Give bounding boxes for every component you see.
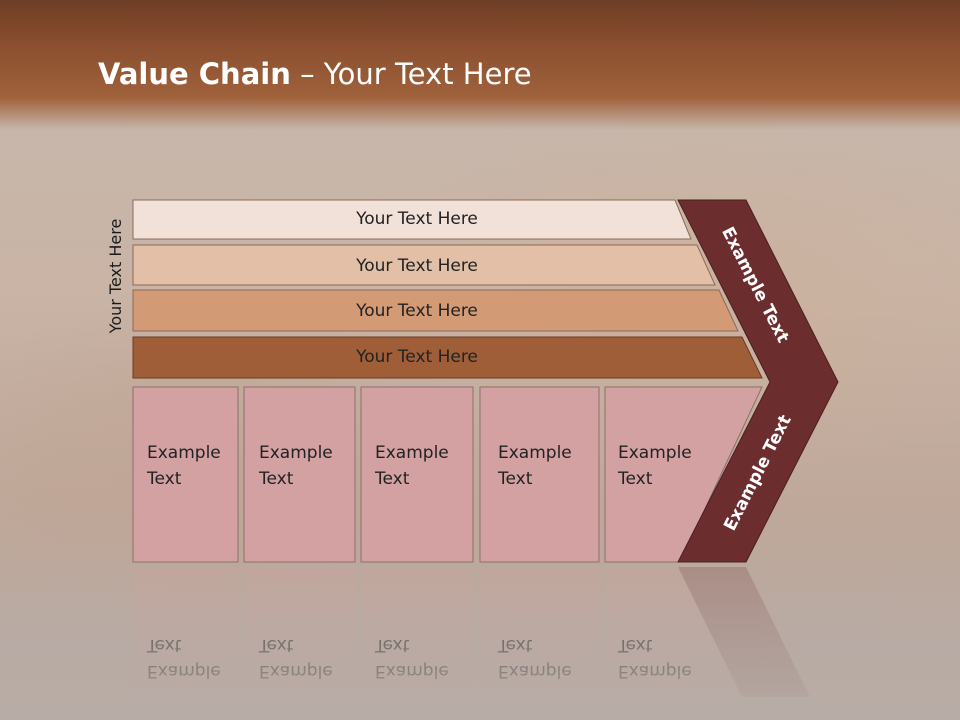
header-band bbox=[0, 0, 960, 130]
bar-label-4: Your Text Here bbox=[356, 347, 478, 367]
title-bold: Value Chain bbox=[98, 57, 291, 91]
box-3-line-1: Example bbox=[375, 443, 449, 463]
bar-label-2: Your Text Here bbox=[356, 256, 478, 276]
box-1-line-2: Text bbox=[147, 469, 182, 489]
box-3 bbox=[360, 386, 474, 563]
bar-3 bbox=[132, 289, 739, 332]
bar-4 bbox=[132, 336, 763, 379]
box-5-line-1: Example bbox=[618, 443, 692, 463]
box-4-line-1: Example bbox=[498, 443, 572, 463]
box-3-line-2: Text bbox=[375, 469, 410, 489]
box-2-line-1: Example bbox=[259, 443, 333, 463]
box-5-line-2: Text bbox=[618, 469, 653, 489]
reflection-fade bbox=[0, 560, 960, 720]
box-2-line-2: Text bbox=[259, 469, 294, 489]
bar-1 bbox=[132, 199, 692, 240]
box-2 bbox=[243, 386, 356, 563]
slide-title: Value Chain – Your Text Here bbox=[98, 52, 532, 96]
bar-label-3: Your Text Here bbox=[356, 301, 478, 321]
box-4-line-2: Text bbox=[498, 469, 533, 489]
title-rest: – Your Text Here bbox=[290, 57, 532, 91]
box-1 bbox=[132, 386, 239, 563]
box-1-line-1: Example bbox=[147, 443, 221, 463]
box-4 bbox=[479, 386, 600, 563]
bar-2 bbox=[132, 244, 716, 286]
bar-label-1: Your Text Here bbox=[356, 209, 478, 229]
